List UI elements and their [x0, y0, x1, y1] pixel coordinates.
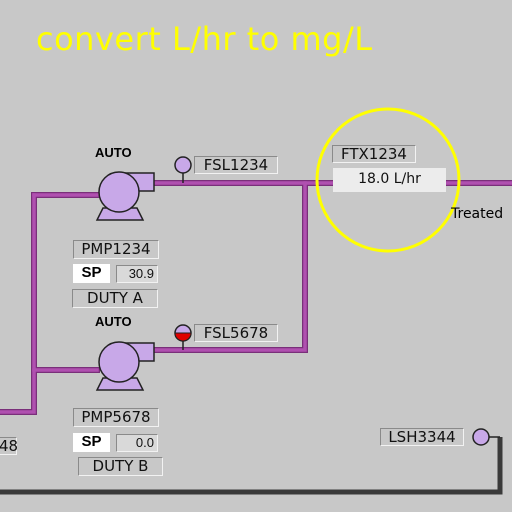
process-piping — [0, 180, 512, 415]
pump-icon[interactable] — [95, 171, 155, 221]
level-switch-icon[interactable] — [472, 428, 500, 446]
level-switch-tag[interactable]: LSH3344 — [380, 428, 464, 446]
annotation-highlight-circle — [315, 107, 461, 253]
flow-transmitter-tag[interactable]: FTX1234 — [332, 145, 416, 163]
flow-switch-icon[interactable] — [174, 324, 192, 350]
duty-label[interactable]: DUTY A — [72, 289, 158, 308]
pump-tag[interactable]: PMP5678 — [73, 408, 159, 427]
flow-switch-tag[interactable]: FSL1234 — [194, 156, 278, 174]
drain-piping — [0, 437, 503, 495]
duty-label[interactable]: DUTY B — [78, 457, 163, 476]
partial-tag[interactable]: 48 — [0, 437, 19, 455]
pump-mode-label: AUTO — [95, 145, 132, 160]
flow-switch-icon[interactable] — [174, 156, 192, 183]
outlet-label: Treated — [451, 206, 504, 222]
setpoint-value[interactable]: 30.9 — [116, 265, 158, 283]
pump-mode-label: AUTO — [95, 314, 132, 329]
setpoint-value[interactable]: 0.0 — [116, 434, 158, 452]
annotation-title: convert L/hr to mg/L — [36, 20, 373, 58]
setpoint-label: SP — [73, 264, 110, 283]
pump-tag[interactable]: PMP1234 — [73, 240, 159, 259]
flow-rate-reading[interactable]: 18.0 L/hr — [333, 168, 446, 192]
flow-switch-tag[interactable]: FSL5678 — [194, 324, 278, 342]
setpoint-label: SP — [73, 433, 110, 452]
pump-icon[interactable] — [95, 341, 155, 391]
